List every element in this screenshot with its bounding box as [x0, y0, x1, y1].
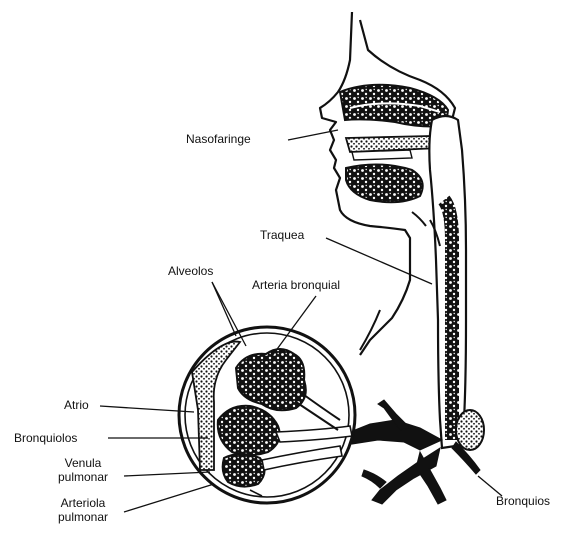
label-alveolos: Alveolos — [168, 264, 213, 278]
trachea-tube — [412, 116, 484, 450]
label-atrio: Atrio — [64, 398, 89, 412]
label-bronquios: Bronquios — [496, 494, 550, 508]
label-arteriola-pulmonar: Arteriola pulmonar — [48, 496, 118, 524]
label-traquea: Traquea — [260, 228, 304, 242]
magnified-lung-detail — [179, 327, 355, 503]
thorax-outline — [360, 310, 380, 350]
label-arteria-bronquial: Arteria bronquial — [252, 278, 340, 292]
label-nasofaringe: Nasofaringe — [186, 132, 251, 146]
label-bronquiolos: Bronquiolos — [14, 431, 77, 445]
label-venula-pulmonar: Venula pulmonar — [48, 456, 118, 484]
oral-cavity — [346, 136, 440, 202]
